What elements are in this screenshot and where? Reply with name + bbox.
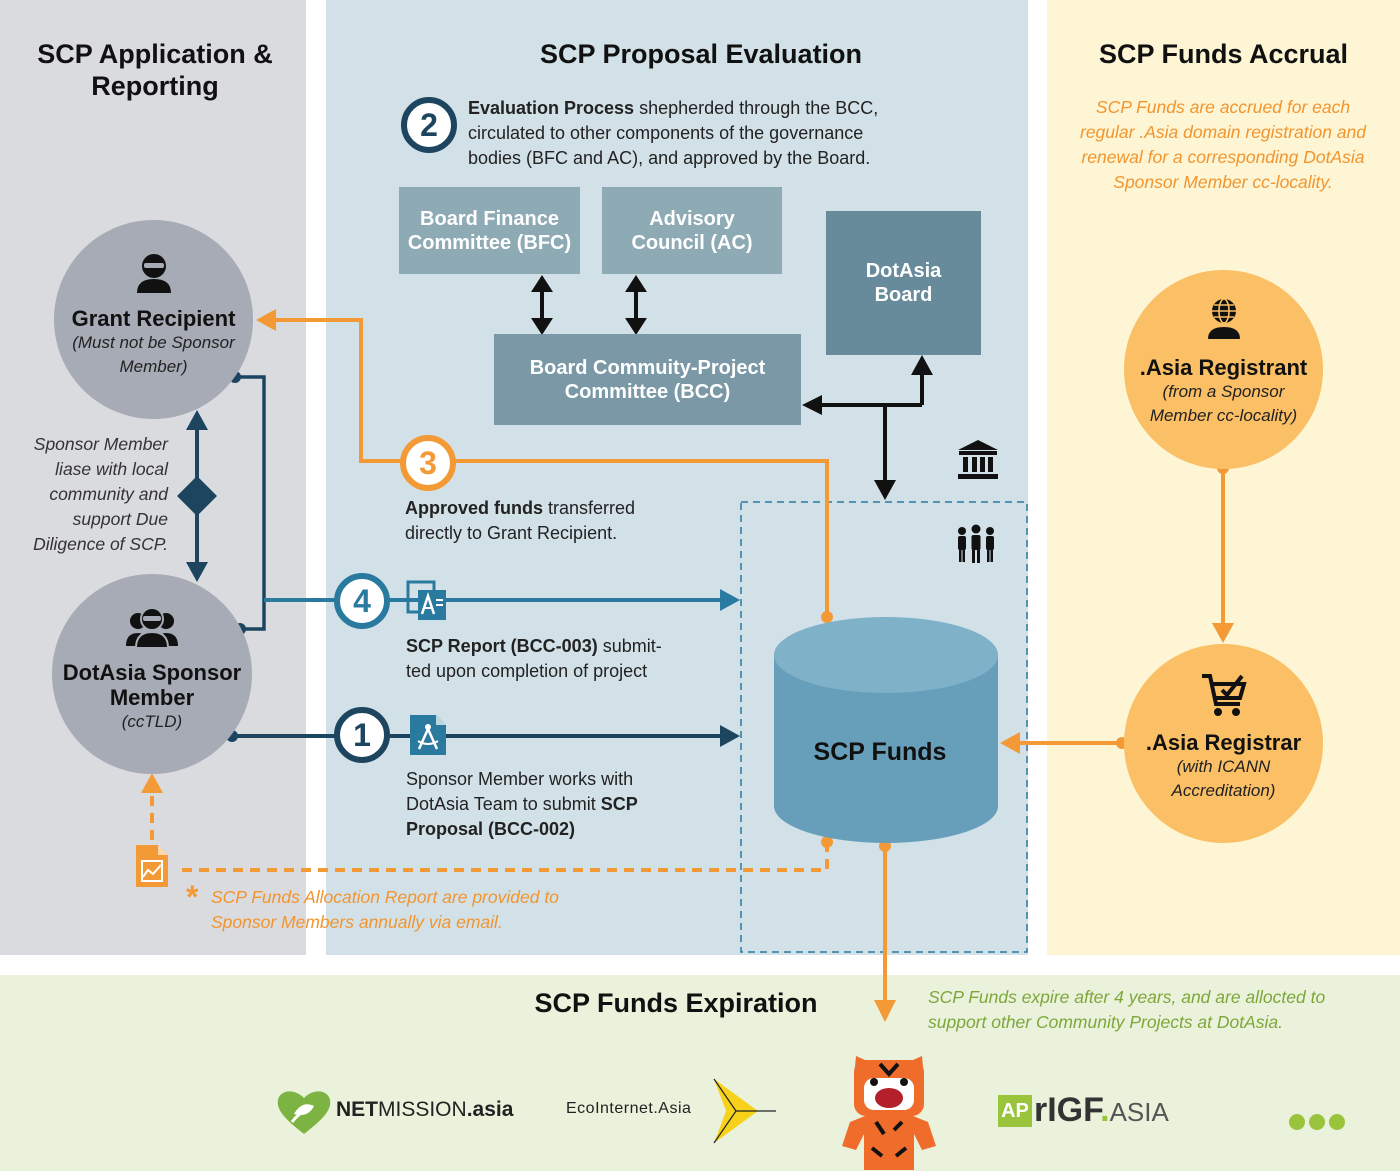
expiration-panel — [0, 975, 1400, 1171]
ecointernet-logo: EcoInternet.Asia — [566, 1075, 782, 1147]
registrar-node — [1124, 644, 1323, 843]
step-2-number: 2 — [420, 107, 438, 143]
sponsor-member-label: DotAsia Sponsor Member (ccTLD) — [62, 660, 242, 731]
tiger-mascot-icon — [836, 1052, 942, 1171]
step-3-text: Approved funds transferred directly to G… — [405, 498, 636, 543]
registrant-label: .Asia Registrant (from a Sponsor Member … — [1139, 355, 1308, 425]
grant-recipient-label: Grant Recipient (Must not be Sponsor Mem… — [71, 306, 236, 376]
document-report-icon — [406, 580, 448, 622]
registrar-label: .Asia Registrar (with ICANN Accreditatio… — [1145, 730, 1302, 800]
grant-recipient-node — [54, 220, 253, 419]
expiration-note: SCP Funds expire after 4 years, and are … — [928, 987, 1326, 1032]
document-compass-icon — [408, 713, 448, 757]
step-4-number: 4 — [353, 583, 371, 619]
liaison-note: Sponsor Member liase with local communit… — [33, 434, 168, 554]
allocation-note: SCP Funds Allocation Report are provided… — [211, 887, 559, 932]
netmission-logo: NETMISSION.asia — [276, 1088, 516, 1138]
aprigf-logo: AP rIGF.ASIA — [998, 1091, 1198, 1133]
evaluation-heading: SCP Proposal Evaluation — [539, 39, 863, 69]
scp-funds-cylinder — [774, 617, 998, 843]
step-1-number: 1 — [353, 717, 371, 753]
application-heading: SCP Application & Reporting — [37, 39, 273, 101]
expiration-heading: SCP Funds Expiration — [534, 988, 818, 1018]
more-dots-icon — [1288, 1113, 1348, 1131]
globe-user-icon — [1205, 297, 1243, 339]
accrual-heading: SCP Funds Accrual — [1098, 39, 1349, 69]
scp-funds-label: SCP Funds — [813, 738, 947, 766]
step-1-text: Sponsor Member works with DotAsia Team t… — [406, 769, 638, 839]
step-3-number: 3 — [419, 445, 437, 481]
report-chart-icon — [134, 843, 170, 889]
allocation-star: * — [186, 879, 199, 915]
cart-check-icon — [1200, 672, 1248, 718]
application-panel — [0, 0, 306, 955]
bank-icon — [956, 438, 1000, 482]
people-icon — [955, 524, 997, 566]
person-icon — [134, 252, 174, 294]
group-icon — [126, 606, 178, 648]
step-4-text: SCP Report (BCC-003) submit- ted upon co… — [406, 636, 662, 681]
step-2-text: Evaluation Process shepherded through th… — [468, 98, 879, 168]
accrual-note: SCP Funds are accrued for each regular .… — [1080, 97, 1366, 192]
